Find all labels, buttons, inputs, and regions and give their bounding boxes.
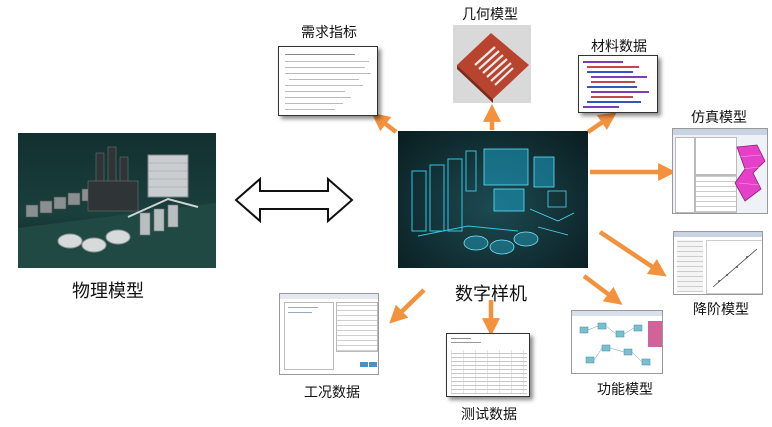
test-data-thumbnail (446, 333, 530, 397)
hologram-plant-graphic (411, 148, 575, 255)
operating-data-label: 工况数据 (304, 385, 360, 401)
digital-prototype-image (398, 131, 588, 268)
heat-exchanger-graphic (457, 33, 529, 103)
reduced-order-model-label: 降阶模型 (693, 302, 749, 318)
physical-plant-graphic (18, 146, 216, 268)
arrow-to-operating-data (389, 288, 426, 324)
requirements-label: 需求指标 (301, 25, 357, 41)
physical-model-image (18, 133, 216, 268)
arrow-to-requirements (371, 113, 398, 134)
material-data-thumbnail (578, 55, 658, 113)
bidirectional-arrow-icon (234, 176, 354, 224)
mesh-part-graphic (734, 144, 766, 202)
reduced-order-model-thumbnail (673, 231, 763, 295)
physical-model-label: 物理模型 (72, 281, 144, 302)
requirements-document-thumbnail (278, 46, 378, 116)
geometry-model-label: 几何模型 (462, 7, 518, 23)
geometry-model-thumbnail (453, 25, 531, 103)
digital-prototype-label: 数字样机 (455, 284, 527, 305)
functional-model-thumbnail (571, 310, 663, 374)
arrow-to-functional (582, 274, 623, 305)
arrow-to-reduced-order (598, 230, 667, 277)
operating-data-thumbnail (279, 293, 379, 375)
regression-plot-graphic (712, 248, 758, 288)
arrow-to-material (586, 112, 617, 134)
functional-model-label: 功能模型 (597, 382, 653, 398)
material-data-label: 材料数据 (591, 39, 647, 55)
simulation-model-thumbnail (672, 128, 768, 214)
test-data-label: 测试数据 (461, 407, 517, 423)
simulation-model-label: 仿真模型 (691, 110, 747, 126)
block-diagram-graphic (579, 321, 662, 366)
